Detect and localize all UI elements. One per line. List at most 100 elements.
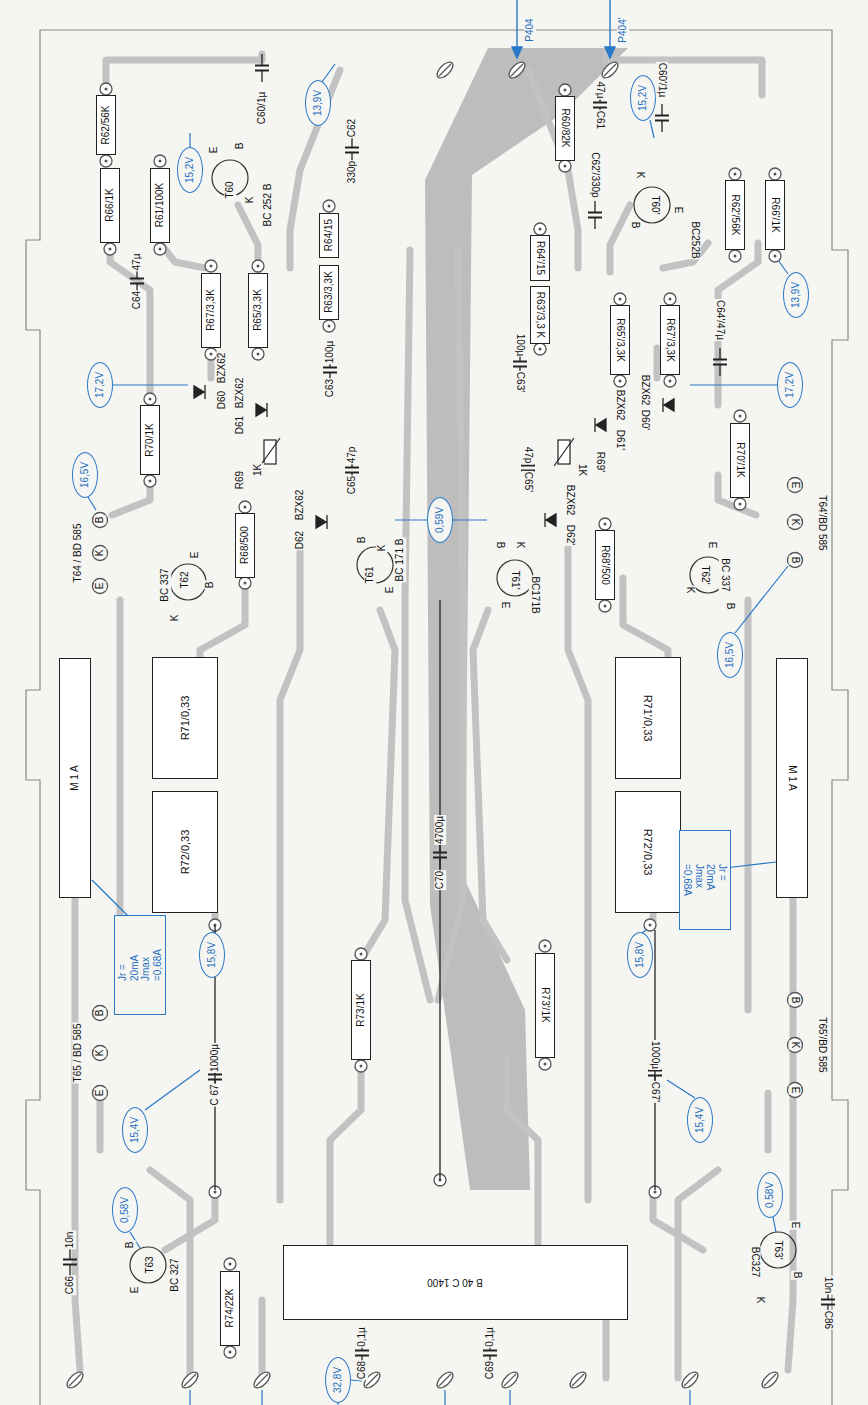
power-resistor: R71'/0,33 xyxy=(615,657,681,779)
part-label: BC 337 xyxy=(159,567,171,602)
leader-line xyxy=(322,64,335,82)
solder-pad xyxy=(559,160,571,172)
part-label: R72'/0,33 xyxy=(642,829,655,876)
part-label: C60'/1µ xyxy=(656,62,668,98)
part-label: C86 xyxy=(822,1310,834,1330)
resistor-symbol: R73'/1K xyxy=(535,953,555,1058)
solder-pad xyxy=(100,83,112,95)
voltage-callout: 0,59V xyxy=(427,497,453,543)
power-transistor-pad xyxy=(93,513,108,528)
part-label: R66/1K xyxy=(104,188,116,221)
part-label: BZX62 xyxy=(639,374,651,407)
signal-arrow xyxy=(609,0,610,50)
leader-line xyxy=(650,120,654,138)
resistor-symbol: R61/100K xyxy=(150,168,170,243)
diode-symbol xyxy=(316,515,327,529)
part-label: T62 xyxy=(179,570,191,589)
voltage-callout: 13,9V xyxy=(783,272,809,318)
part-label: E xyxy=(384,586,396,595)
solder-pad xyxy=(769,250,781,262)
part-label: B xyxy=(724,602,736,611)
part-label: C64 xyxy=(131,290,143,310)
part-label: R65/3,3K xyxy=(252,289,264,331)
solder-pad xyxy=(644,919,656,931)
current-note: Jr = 20mA Jmax =0,68A xyxy=(679,830,731,930)
part-label: B xyxy=(94,1009,106,1018)
part-label: T60 xyxy=(224,180,236,199)
solder-pad xyxy=(252,348,264,360)
voltage-value: 32,8V xyxy=(332,1367,344,1393)
power-resistor: R72'/0,33 xyxy=(615,791,681,913)
solder-pad xyxy=(534,343,546,355)
part-label: R61/100K xyxy=(154,183,166,227)
part-label: C60/1µ xyxy=(256,91,268,125)
part-label: R66'/1K xyxy=(769,197,781,232)
voltage-value: 0,59V xyxy=(434,507,446,533)
part-label: D61 xyxy=(234,415,246,435)
solder-pad xyxy=(729,168,741,180)
diode-symbol xyxy=(595,418,606,432)
part-label: R67/3,3K xyxy=(205,289,217,331)
voltage-value: 16,5V xyxy=(79,462,91,488)
part-label: 10n xyxy=(822,1276,834,1295)
capacitor-symbol xyxy=(255,54,269,82)
part-label: D62' xyxy=(564,524,576,546)
resistor-symbol: R63'/3,3 K xyxy=(530,286,550,344)
part-label: E xyxy=(789,1086,801,1095)
resistor-symbol: R64'/15 xyxy=(530,235,550,281)
solder-pad xyxy=(355,948,367,960)
power-transistor-pad xyxy=(93,579,108,594)
part-label: 1000µ xyxy=(649,1040,661,1070)
copper-track xyxy=(75,54,430,1378)
voltage-value: 16,5V xyxy=(724,642,736,668)
part-label: 100µ xyxy=(514,333,526,357)
part-label: M 1 A xyxy=(69,765,81,791)
power-resistor: R71/0,33 xyxy=(152,657,218,779)
solder-pad xyxy=(239,501,251,513)
terminal-pin xyxy=(251,1369,272,1390)
solder-pad xyxy=(144,475,156,487)
power-transistor-pad xyxy=(788,993,803,1008)
voltage-value: 15,8V xyxy=(634,942,646,968)
part-label: C63' xyxy=(514,371,526,393)
part-label: B xyxy=(789,556,801,565)
signal-arrow xyxy=(512,47,522,58)
voltage-callout: 16,5V xyxy=(717,632,743,678)
voltage-value: 17,2V xyxy=(784,372,796,398)
part-label: E xyxy=(499,601,511,610)
solder-pad xyxy=(154,155,166,167)
signal-arrow xyxy=(516,0,517,50)
part-label: R64'/15 xyxy=(534,241,546,275)
resistor-symbol: R74/22K xyxy=(220,1271,240,1346)
voltage-value: 15,4V xyxy=(694,1107,706,1133)
terminal-pin xyxy=(567,1369,588,1390)
solder-pad xyxy=(144,393,156,405)
diode-symbol xyxy=(256,403,267,417)
voltage-callout: 17,2V xyxy=(777,362,803,408)
leader-line xyxy=(395,519,429,520)
terminal-pin xyxy=(506,59,527,80)
leader-line xyxy=(190,1390,690,1405)
solder-pad xyxy=(559,84,571,96)
part-label: K xyxy=(754,1296,766,1305)
power-transistor-pad xyxy=(93,1006,108,1021)
part-label: R70'/1K xyxy=(734,442,746,477)
resistor-symbol: R67/3,3K xyxy=(201,273,221,348)
part-label: D62 xyxy=(294,530,306,550)
part-label: T64 / BD 585 xyxy=(72,523,84,584)
signal-arrow xyxy=(512,0,615,58)
part-label: C67' xyxy=(649,1081,661,1103)
part-label: 47p xyxy=(346,446,358,465)
part-label: D60 xyxy=(216,390,228,410)
resistor-symbol: R62'/56K xyxy=(725,180,745,250)
solder-pad xyxy=(734,410,746,422)
current-note: Jr = 20mA Jmax =0,68A xyxy=(114,915,166,1015)
voltage-callout: 13,9V xyxy=(305,80,331,126)
part-label: E xyxy=(706,541,718,550)
part-label: 1K xyxy=(252,463,264,477)
part-label: 0,1µ xyxy=(356,1326,368,1348)
part-label: BC 252 B xyxy=(262,183,274,228)
leader-line xyxy=(735,566,788,633)
resistor-symbol: R64/15 xyxy=(319,213,339,258)
